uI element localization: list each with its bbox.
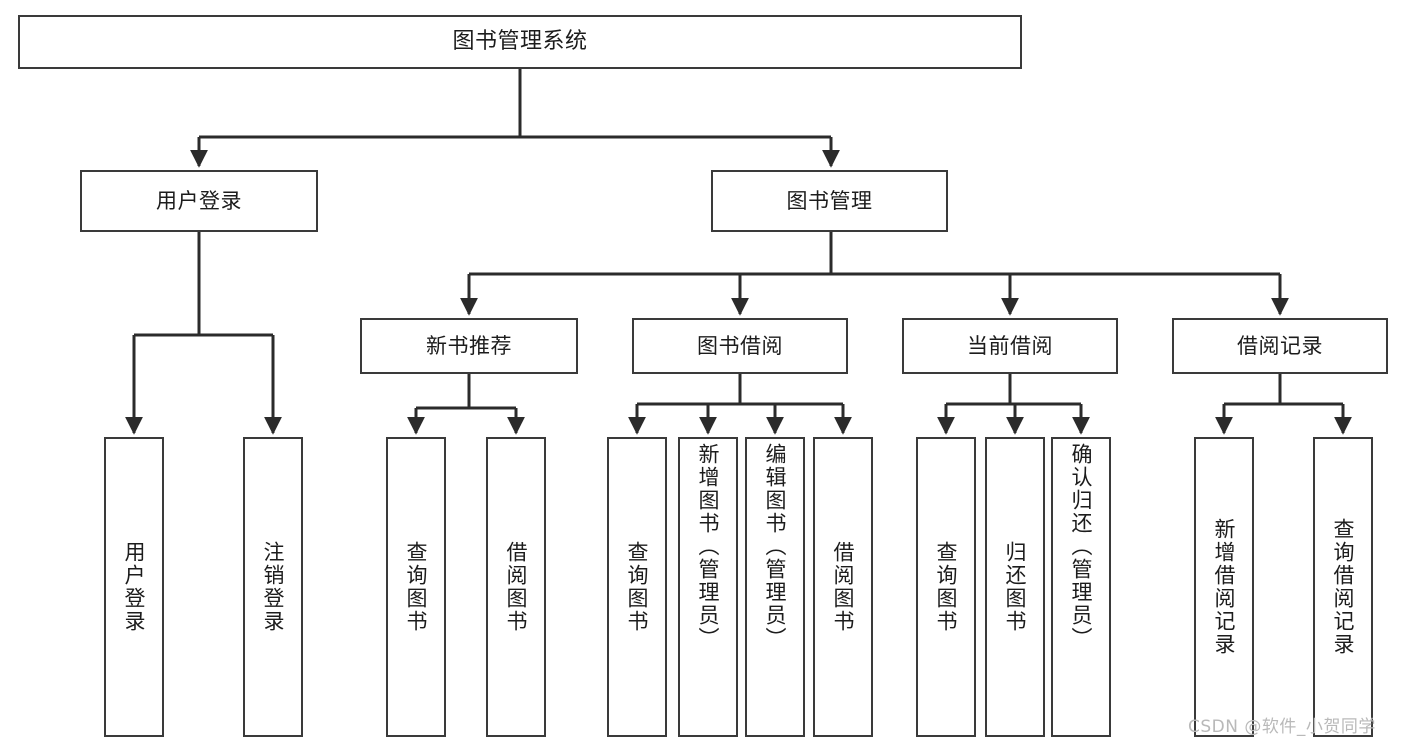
node-leaf-user-login[interactable]: 用户登录 <box>104 437 164 737</box>
node-leaf-query-book-3-label: 查询图书 <box>934 541 959 633</box>
node-leaf-query-book-3[interactable]: 查询图书 <box>916 437 976 737</box>
node-current-borrow[interactable]: 当前借阅 <box>902 318 1118 374</box>
node-leaf-return-book-label: 归还图书 <box>1003 541 1028 633</box>
node-borrow-record[interactable]: 借阅记录 <box>1172 318 1388 374</box>
node-leaf-add-record[interactable]: 新增借阅记录 <box>1194 437 1254 737</box>
node-leaf-query-record-label: 查询借阅记录 <box>1331 518 1356 656</box>
node-leaf-borrow-book-1-label: 借阅图书 <box>504 541 529 633</box>
node-leaf-add-book[interactable]: 新增图书（管理员） <box>678 437 738 737</box>
node-leaf-query-record[interactable]: 查询借阅记录 <box>1313 437 1373 737</box>
node-leaf-query-book-1-label: 查询图书 <box>404 541 429 633</box>
node-leaf-edit-book-label: 编辑图书（管理员） <box>763 443 788 650</box>
node-leaf-query-book-1[interactable]: 查询图书 <box>386 437 446 737</box>
node-leaf-confirm-return-label: 确认归还（管理员） <box>1069 443 1094 650</box>
node-leaf-edit-book[interactable]: 编辑图书（管理员） <box>745 437 805 737</box>
node-leaf-return-book[interactable]: 归还图书 <box>985 437 1045 737</box>
node-leaf-borrow-book-1[interactable]: 借阅图书 <box>486 437 546 737</box>
node-leaf-add-book-label: 新增图书（管理员） <box>696 443 721 650</box>
node-leaf-add-record-label: 新增借阅记录 <box>1212 518 1237 656</box>
node-leaf-borrow-book-2[interactable]: 借阅图书 <box>813 437 873 737</box>
node-leaf-user-logout[interactable]: 注销登录 <box>243 437 303 737</box>
node-leaf-borrow-book-2-label: 借阅图书 <box>831 541 856 633</box>
node-root-label: 图书管理系统 <box>452 29 588 55</box>
node-current-borrow-label: 当前借阅 <box>967 333 1053 358</box>
node-book-manage-label: 图书管理 <box>786 188 873 213</box>
node-leaf-query-book-2-label: 查询图书 <box>625 541 650 633</box>
node-root[interactable]: 图书管理系统 <box>18 15 1022 69</box>
watermark: CSDN @软件_小贺同学 <box>1188 717 1376 737</box>
node-leaf-user-logout-label: 注销登录 <box>261 541 286 633</box>
node-new-book-rec[interactable]: 新书推荐 <box>360 318 578 374</box>
node-new-book-rec-label: 新书推荐 <box>426 333 512 358</box>
node-leaf-user-login-label: 用户登录 <box>122 541 147 633</box>
node-borrow-record-label: 借阅记录 <box>1237 333 1323 358</box>
node-leaf-confirm-return[interactable]: 确认归还（管理员） <box>1051 437 1111 737</box>
node-user-login[interactable]: 用户登录 <box>80 170 318 232</box>
node-leaf-query-book-2[interactable]: 查询图书 <box>607 437 667 737</box>
node-book-borrow-label: 图书借阅 <box>697 333 783 358</box>
node-book-borrow[interactable]: 图书借阅 <box>632 318 848 374</box>
node-book-manage[interactable]: 图书管理 <box>711 170 948 232</box>
node-user-login-label: 用户登录 <box>156 188 242 213</box>
